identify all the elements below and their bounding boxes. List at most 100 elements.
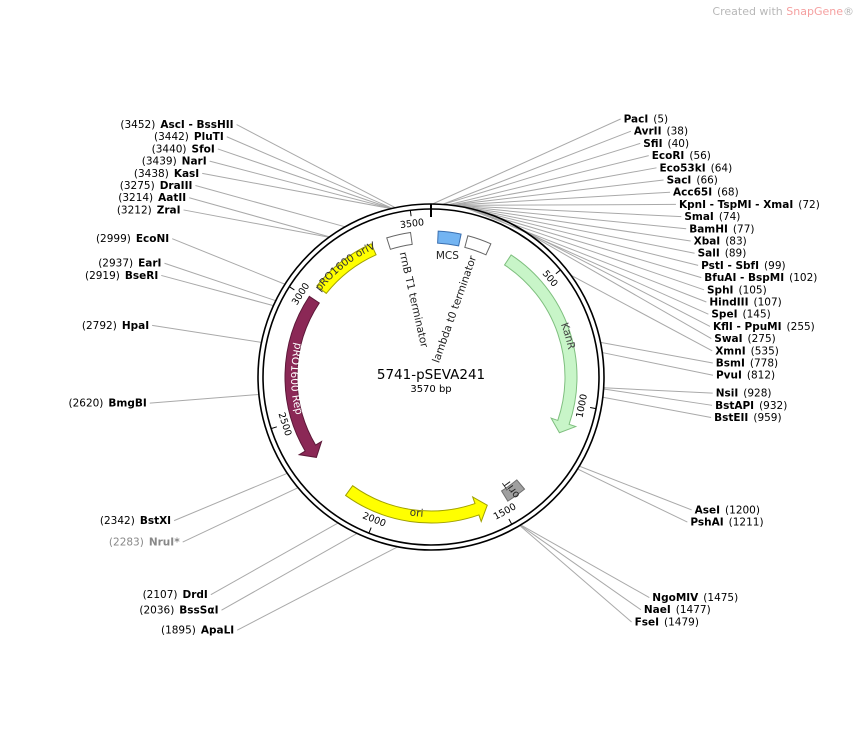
site-leader-bstapi [603,388,713,406]
site-label-saci[interactable]: SacI(66) [667,175,718,187]
site-leader-bsteii [602,396,712,419]
site-label-bsteii[interactable]: BstEII(959) [714,412,782,424]
site-label-nsii[interactable]: NsiI(928) [716,388,772,400]
site-leader-aatii [189,197,330,238]
site-leader-sali [457,205,695,254]
plasmid-name: 5741-pSEVA241 [377,367,485,383]
site-leader-avrii [442,130,632,205]
feature-lambda-t0-terminator[interactable] [464,235,492,256]
site-leader-naei [519,524,642,611]
site-label-asei[interactable]: AseI(1200) [695,504,760,516]
site-label-sfoi[interactable]: (3440)SfoI [152,143,215,155]
site-label-hpai[interactable]: (2792)HpaI [82,320,149,332]
feature-pro1600-rep[interactable] [284,295,323,458]
site-leader-nrui [182,487,299,543]
tick-2000 [368,527,372,534]
site-leader-saci [450,179,664,206]
site-label-sfii[interactable]: SfiI(40) [643,138,689,150]
site-label-paci[interactable]: PacI(5) [624,114,669,126]
site-leader-ngomiv [520,524,650,598]
site-label-ngomiv[interactable]: NgoMIV(1475) [652,592,738,604]
feature-label-ori: ori [409,506,424,519]
site-label-acc65i[interactable]: Acc65I(68) [673,187,739,199]
site-label-psti-sbfi[interactable]: PstI - SbfI(99) [701,260,785,272]
tick-3000 [289,286,295,291]
site-leader-xmni [570,274,713,352]
site-label-hindiii[interactable]: HindIII(107) [709,297,781,309]
site-label-draiii[interactable]: (3275)DraIII [120,180,193,192]
site-label-pvui[interactable]: PvuI(812) [716,370,775,382]
site-leader-fsei [519,525,632,623]
site-label-ecori[interactable]: EcoRI(56) [652,150,711,162]
site-label-econi[interactable]: (2999)EcoNI [96,233,169,245]
site-leader-xbai [456,205,691,242]
site-label-naei[interactable]: NaeI(1477) [644,604,711,616]
tick-label-3500: 3500 [399,217,424,231]
feature-pro1600-oriv[interactable] [316,243,377,295]
site-label-bseri[interactable]: (2919)BseRI [85,270,158,282]
site-label-bsmi[interactable]: BsmI(778) [716,358,778,370]
feature-label-lambda-t0-terminator: lambda t0 terminator [430,254,479,365]
site-label-avrii[interactable]: AvrII(38) [634,126,688,138]
site-label-eco53ki[interactable]: Eco53kI(64) [659,162,732,174]
site-label-swai[interactable]: SwaI(275) [714,333,776,345]
site-leader-bamhi [454,205,687,230]
site-leader-kasi [202,172,392,210]
feature-label-mcs: MCS [436,250,459,262]
feature-orit[interactable] [500,479,526,502]
site-label-eari[interactable]: (2937)EarI [98,258,161,270]
site-leader-kpni-tspmi-xmai [452,203,676,206]
snapgene-credit: Created with SnapGene® [712,5,854,18]
site-label-bfuai-bspmi[interactable]: BfuAI - BspMI(102) [704,272,817,284]
site-label-kfli-ppumi[interactable]: KflI - PpuMI(255) [713,321,815,333]
site-label-zrai[interactable]: (3212)ZraI [117,204,181,216]
site-leader-eco53ki [450,167,657,206]
site-leader-zrai [183,209,330,238]
site-label-fsei[interactable]: FseI(1479) [635,616,699,628]
feature-label-pro1600-rep: pRO1600 Rep [288,342,305,417]
tick-500 [555,269,561,275]
tick-3500 [409,210,412,217]
site-label-xmni[interactable]: XmnI(535) [715,345,779,357]
site-label-pluti[interactable]: (3442)PluTI [154,131,224,143]
site-leader-sphi [462,206,705,291]
feature-mcs[interactable] [437,230,462,247]
site-label-sphi[interactable]: SphI(105) [707,284,767,296]
site-leader-kfli-ppumi [505,220,711,327]
feature-kanr[interactable] [503,254,578,434]
site-label-bsss-i[interactable]: (2036)BssSαI [139,605,218,617]
site-label-asci-bsshii[interactable]: (3452)AscI - BssHII [120,119,233,131]
site-labels: PacI(5)AvrII(38)SfiI(40)EcoRI(56)Eco53kI… [68,114,819,637]
tick-1500 [508,518,513,525]
site-leader-nsii [603,387,713,394]
site-leader-smai [453,204,682,218]
site-leader-pvui [602,352,714,376]
site-label-spei[interactable]: SpeI(145) [711,309,770,321]
site-label-nari[interactable]: (3439)NarI [142,156,207,168]
site-label-smai[interactable]: SmaI(74) [684,211,740,223]
site-label-nrui[interactable]: (2283)NruI* [109,537,180,549]
feature-rrnb-t1-terminator[interactable] [386,231,413,250]
site-label-bamhi[interactable]: BamHI(77) [689,223,754,235]
site-label-sali[interactable]: SalI(89) [698,248,747,260]
site-label-aatii[interactable]: (3214)AatII [118,192,186,204]
site-label-bstapi[interactable]: BstAPI(932) [715,400,787,412]
site-leader-paci [432,118,621,205]
site-leader-sfii [443,142,641,205]
site-leader-psti-sbfi [460,206,699,266]
feature-ori[interactable] [344,484,488,524]
site-label-xbai[interactable]: XbaI(83) [694,236,747,248]
site-leader-bstxi [173,472,288,522]
site-label-apali[interactable]: (1895)ApaLI [161,625,234,637]
site-label-drdi[interactable]: (2107)DrdI [143,589,208,601]
site-label-kpni-tspmi-xmai[interactable]: KpnI - TspMI - XmaI(72) [679,199,820,211]
credit-mark: ® [843,5,854,18]
site-label-pshai[interactable]: PshAI(1211) [690,517,763,529]
site-label-bmgbi[interactable]: (2620)BmgBI [68,398,146,410]
credit-prefix: Created with [712,5,787,18]
site-label-bstxi[interactable]: (2342)BstXI [100,515,171,527]
site-label-kasi[interactable]: (3438)KasI [134,168,199,180]
site-leader-bsss-i [221,532,358,611]
site-leader-bsmi [600,341,713,364]
